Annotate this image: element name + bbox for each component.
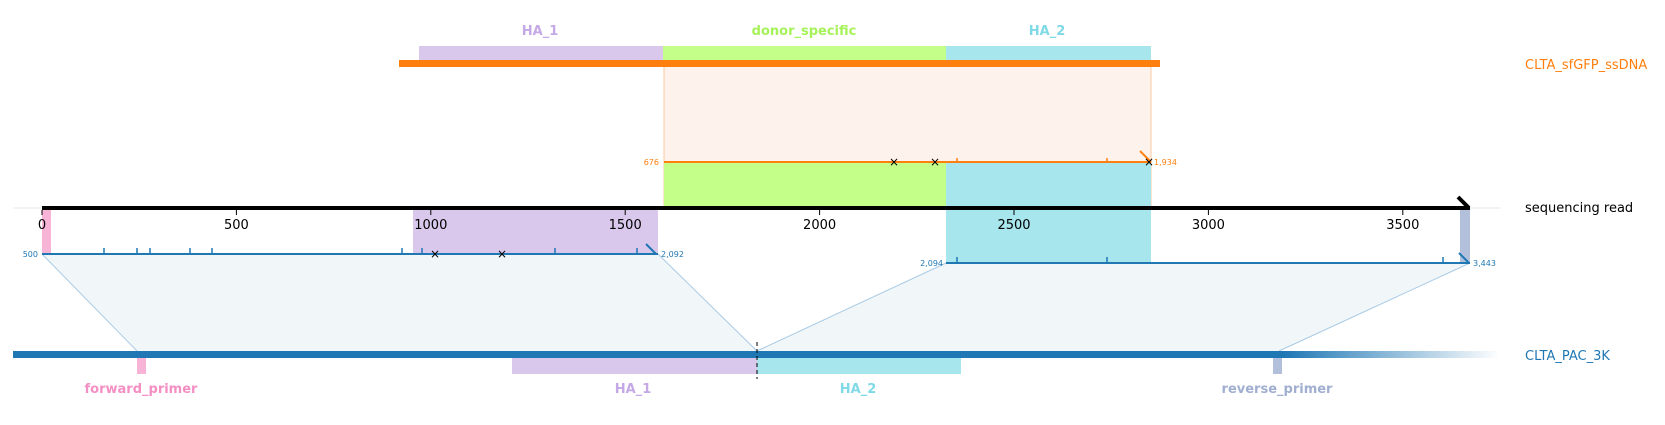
reference-connector [756, 262, 947, 352]
read-axis-tick-label: 2000 [803, 218, 836, 233]
donor-target-label: CLTA_sfGFP_ssDNA [1525, 58, 1647, 73]
reference-alignment-2-start-label: 2,094 [920, 259, 943, 268]
read-ha2-region [946, 163, 1151, 263]
read-axis: 0 500 1000 1500 2000 2500 3000 3500 [38, 210, 1419, 233]
reference-alignment-shading-2 [757, 263, 1470, 351]
reference-alignment-strand-arrow [1458, 252, 1470, 264]
read-axis-tick-label: 2500 [997, 218, 1030, 233]
read-ha1-region [413, 208, 658, 254]
reference-alignment-ticks [103, 248, 1444, 263]
reference-connector [657, 253, 758, 352]
reference-ha2-label: HA_2 [840, 382, 877, 397]
reference-target-label: CLTA_PAC_3K [1525, 349, 1610, 364]
donor-mismatch-mark: × [1144, 155, 1154, 169]
read-donor-specific-region [664, 163, 946, 208]
reference-forward-primer-label: forward_primer [85, 382, 199, 397]
reference-target-bar [13, 351, 1283, 358]
read-axis-tick-label: 500 [224, 218, 249, 233]
read-label: sequencing read [1525, 201, 1633, 216]
read-strand-arrow [1456, 195, 1471, 210]
reference-mismatch-mark: × [430, 247, 440, 261]
donor-ha2-label: HA_2 [1029, 24, 1066, 39]
donor-specific-label: donor_specific [752, 24, 857, 39]
donor-alignment-start-label: 676 [644, 158, 659, 167]
reference-ha1-band [512, 358, 757, 374]
reference-alignment-strand-arrow [645, 243, 657, 255]
reference-alignment-1-start-label: 500 [23, 250, 38, 259]
donor-ha1-band [419, 46, 663, 63]
read-reverse-primer-region [1460, 208, 1470, 263]
reference-alignment-2-end-label: 3,443 [1473, 259, 1496, 268]
reference-connector [1278, 262, 1471, 352]
reference-ha2-band [757, 358, 961, 374]
donor-target-bar [399, 60, 1160, 67]
donor-alignment-end-label: 1,934 [1154, 158, 1177, 167]
reference-mismatch-mark: × [497, 247, 507, 261]
read-axis-tick-label: 3000 [1192, 218, 1225, 233]
donor-specific-band [663, 46, 946, 63]
read-forward-primer-region [42, 208, 51, 254]
reference-connector [41, 253, 138, 352]
donor-alignment-strand-arrow [1139, 150, 1152, 163]
reference-forward-primer-band [137, 358, 146, 374]
reference-target-bar-fade [1283, 351, 1500, 358]
donor-ha1-label: HA_1 [522, 24, 559, 39]
reference-reverse-primer-label: reverse_primer [1222, 382, 1334, 397]
reference-alignment-shading-1 [42, 254, 757, 351]
read-axis-tick-label: 3500 [1386, 218, 1419, 233]
reference-reverse-primer-band [1273, 358, 1282, 374]
read-axis-tick-label: 1500 [609, 218, 642, 233]
reference-ha1-label: HA_1 [615, 382, 652, 397]
donor-ha2-band [946, 46, 1151, 63]
donor-mismatch-mark: × [889, 155, 899, 169]
read-axis-tick-label: 1000 [414, 218, 447, 233]
reference-alignment-1-end-label: 2,092 [661, 250, 684, 259]
read-bar [42, 206, 1470, 210]
donor-mismatch-mark: × [930, 155, 940, 169]
read-axis-tick-label: 0 [38, 218, 46, 233]
